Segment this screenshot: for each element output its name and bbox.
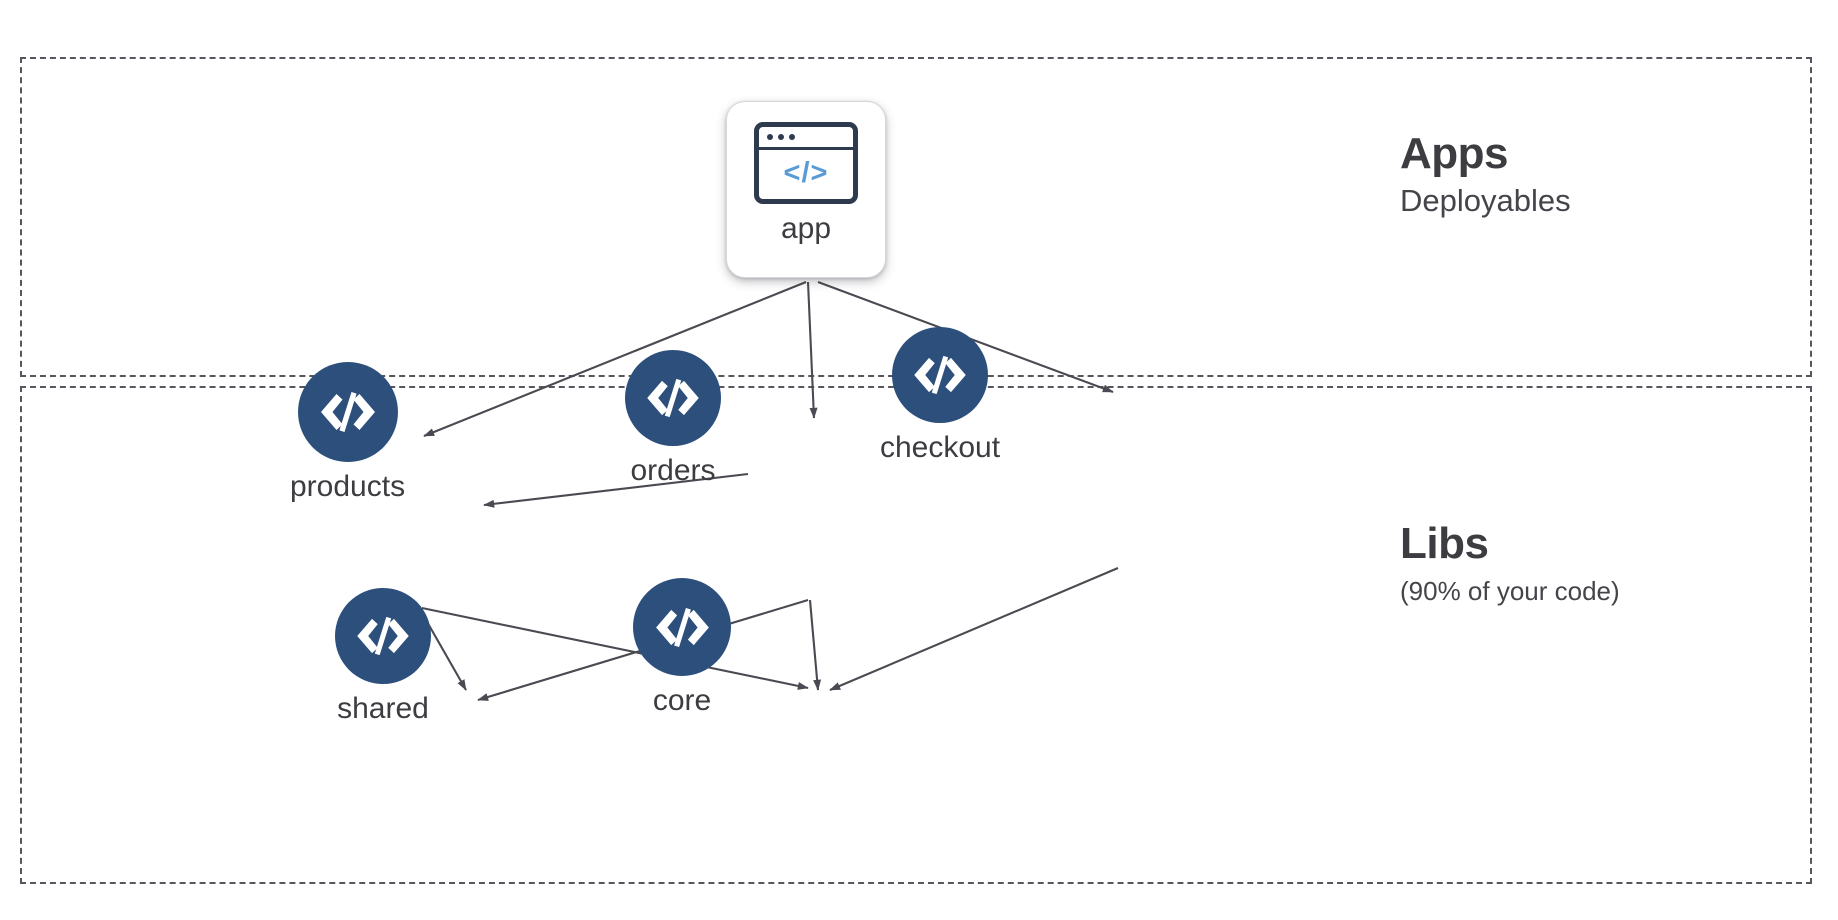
browser-dot-1 — [767, 134, 773, 140]
zone-libs-subtitle: (90% of your code) — [1400, 576, 1620, 606]
node-products[interactable]: products — [290, 362, 405, 502]
node-shared[interactable]: shared — [335, 588, 431, 724]
node-checkout-label: checkout — [880, 431, 1001, 464]
code-icon — [297, 362, 398, 462]
code-icon — [335, 588, 431, 684]
code-icon — [892, 327, 989, 423]
code-icon — [625, 350, 721, 446]
node-core[interactable]: core — [633, 578, 731, 716]
browser-dot-3 — [789, 134, 795, 140]
node-app[interactable]: </> app — [726, 101, 886, 278]
zone-libs-caption: Libs (90% of your code) — [1400, 522, 1620, 608]
zone-apps-subtitle: Deployables — [1400, 183, 1571, 218]
node-app-label: app — [780, 212, 832, 245]
node-orders-label: orders — [630, 454, 716, 487]
zone-apps-caption: Apps Deployables — [1400, 132, 1571, 221]
browser-titlebar — [759, 127, 853, 150]
node-products-label: products — [290, 470, 406, 503]
node-orders[interactable]: orders — [625, 350, 721, 486]
node-checkout[interactable]: checkout — [880, 327, 1000, 463]
zone-libs-title: Libs — [1400, 519, 1489, 568]
zone-apps-title: Apps — [1400, 129, 1508, 178]
code-glyph: </> — [783, 157, 829, 189]
code-icon — [633, 578, 731, 676]
node-core-label: core — [652, 684, 712, 717]
node-shared-label: shared — [337, 692, 429, 725]
browser-dot-2 — [778, 134, 784, 140]
browser-code-icon: </> — [754, 122, 858, 204]
